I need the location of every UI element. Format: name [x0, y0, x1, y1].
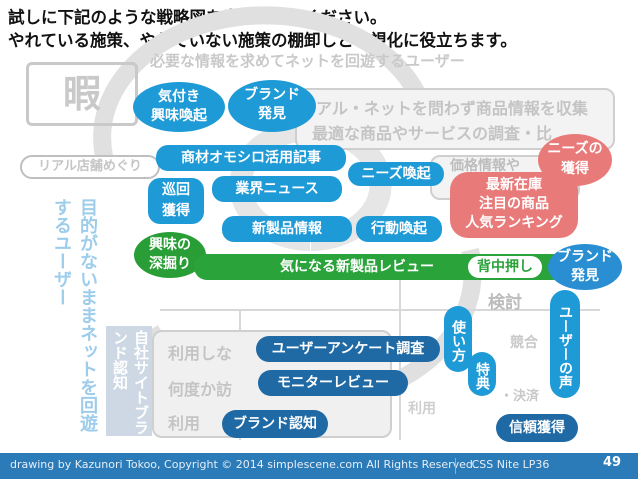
user-voice-label: ユーザーの声	[550, 290, 580, 398]
ghost-used: 利用	[168, 414, 201, 433]
heading-line-2: やれている施策、やれていない施策の棚卸しと可視化に役立ちます。	[8, 31, 517, 50]
deep-dive-line-1: 興味の	[149, 237, 191, 253]
latest-stock-line-2: 注目の商品	[479, 196, 549, 212]
needs-acquire-line-1: ニーズの	[547, 141, 603, 157]
needs-acquire-label: ニーズの 獲得	[538, 134, 612, 186]
latest-stock-line-1: 最新在庫	[486, 177, 542, 193]
article-label: 商材オモシロ活用記事	[156, 145, 346, 171]
action-arousal-label: 行動喚起	[356, 216, 442, 242]
ghost-price-info: 価格情報や	[450, 158, 520, 174]
return-acquire-line-2: 獲得	[162, 203, 190, 219]
ghost-real-net-text: リアル・ネットを問わず商品情報を収集	[300, 99, 588, 118]
attention-line-2: 興味喚起	[151, 108, 207, 124]
return-acquire-label: 巡回 獲得	[148, 178, 204, 224]
latest-stock-line-3: 人気ランキング	[465, 215, 563, 231]
brand-discovery-1-line-1: ブランド	[244, 87, 300, 103]
brand-discovery-oval-2: ブランド 発見	[548, 244, 622, 290]
industry-news-label: 業界ニュース	[212, 176, 342, 202]
usage-label: 使い方	[444, 306, 472, 372]
brand-awareness-label: ブランド認知	[222, 410, 328, 438]
push-back-pill: 背中押し	[468, 256, 542, 278]
trust-gain-label: 信頼獲得	[496, 414, 578, 442]
deep-dive-line-2: 深掘り	[149, 256, 191, 272]
new-product-info-label: 新製品情報	[222, 216, 352, 242]
latest-stock-label: 最新在庫 注目の商品 人気ランキング	[450, 172, 578, 238]
attention-oval: 気付き 興味喚起	[133, 82, 225, 132]
ghost-real-shop-pill: リアル店舗めぐり	[20, 155, 160, 179]
brand-discovery-2-line-2: 発見	[571, 268, 599, 284]
ghost-kentou: 検討	[488, 293, 522, 313]
ghost-needs-title: 必要な情報を求めてネットを回遊するユーザー	[150, 52, 465, 70]
ghost-kessai: ・決済	[500, 389, 540, 404]
page-number: 49	[602, 455, 622, 470]
attention-line-1: 気付き	[158, 89, 200, 105]
ghost-wandering-users: 目的がないままネットを回遊するユーザー	[51, 198, 98, 432]
brand-discovery-1-line-2: 発見	[258, 106, 286, 122]
own-site-brand-label: 自社サイトブランド認知	[106, 326, 152, 436]
ghost-riyou: 利用	[408, 401, 436, 417]
brand-discovery-oval-1: ブランド 発見	[228, 80, 316, 132]
new-product-review-label: 気になる新製品レビュー	[280, 259, 434, 275]
monitor-review-label: モニターレビュー	[258, 370, 408, 396]
footer-bar	[0, 453, 638, 479]
brand-discovery-2-line-1: ブランド	[557, 249, 613, 265]
footer-credit: drawing by Kazunori Tokoo, Copyright © 2…	[10, 458, 477, 471]
features-label: 特典	[468, 352, 496, 396]
user-survey-label: ユーザーアンケート調査	[256, 336, 440, 362]
ghost-times-visit: 何度か訪	[168, 380, 233, 399]
return-acquire-line-1: 巡回	[162, 182, 190, 198]
ghost-best-product-text: 最適な商品やサービスの調査・比	[312, 124, 553, 143]
ghost-logo: 暇	[26, 62, 138, 126]
ghost-not-used: 利用しな	[168, 344, 233, 363]
footer-event: CSS Nite LP36	[455, 458, 565, 474]
needs-arousal-label: ニーズ喚起	[348, 162, 444, 186]
ghost-kyougou: 競合	[510, 335, 538, 351]
